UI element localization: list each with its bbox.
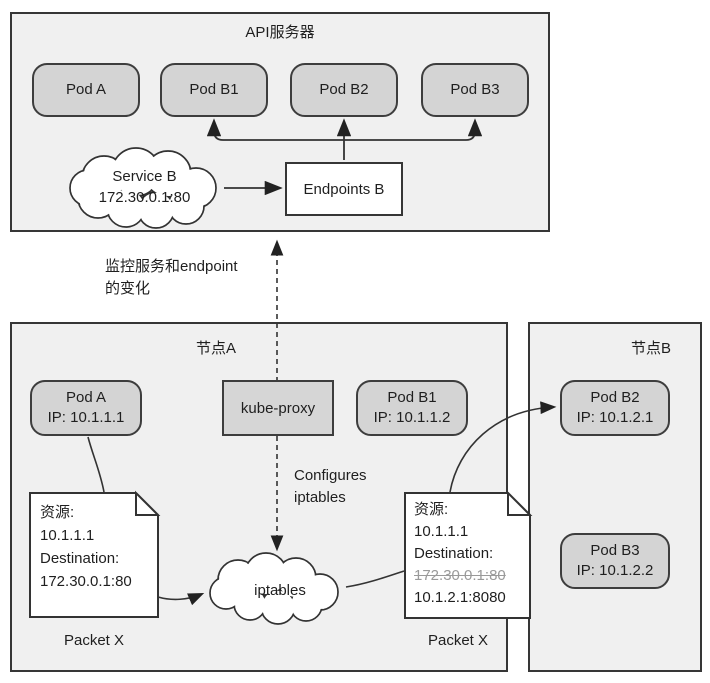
configures-iptables-label: Configures iptables [294,465,367,509]
packet-after-new-dest: 10.1.2.1:8080 [414,589,506,606]
packet-before-source-label: 资源: [40,504,75,521]
iptables-cloud-shape [209,552,339,625]
iptables-cloud-label: iptables [254,582,306,599]
configures-line1: Configures [294,467,367,484]
node-b-title: 节点B [631,340,672,357]
configures-line2: iptables [294,489,346,506]
arrow-packet-to-iptables [157,593,205,606]
packet-before-dest-label: Destination: [40,550,120,567]
packet-before-source-ip: 10.1.1.1 [40,527,95,544]
packet-before-dest-ip: 172.30.0.1:80 [40,573,132,590]
node-b-pod-b3-ip: IP: 10.1.2.2 [576,562,654,579]
api-pod-b1-label: Pod B1 [189,81,239,98]
kube-proxy-box: kube-proxy [222,380,334,436]
node-a-pod-b1: Pod B1 IP: 10.1.1.2 [356,380,468,436]
node-a-pod-b1-name: Pod B1 [387,389,437,406]
packet-after-old-dest: 172.30.0.1:80 [414,567,506,584]
kube-proxy-label: kube-proxy [240,399,316,417]
api-pod-a: Pod A [32,63,140,117]
node-b-pod-b3-name: Pod B3 [590,542,640,559]
node-b-pod-b2-ip: IP: 10.1.2.1 [576,409,654,426]
endpoints-b-label: Endpoints B [303,180,385,198]
packet-before-caption: Packet X [63,632,125,649]
api-pod-b1: Pod B1 [160,63,268,117]
service-b-cloud-shape [69,147,217,229]
watch-changes-label: 监控服务和endpoint 的变化 [105,256,238,300]
packet-before-text: 资源: 10.1.1.1 Destination: 172.30.0.1:80 [40,501,132,593]
packet-document-before-shape [29,490,161,618]
service-b-ip: 172.30.0.1:80 [98,189,191,206]
packet-after-caption: Packet X [427,632,489,649]
arrow-packet-to-podb2 [449,401,557,493]
endpoints-b-box: Endpoints B [285,162,403,216]
service-b-cloud-label: Service B 172.30.0.1:80 [82,166,207,208]
packet-after-source-ip: 10.1.1.1 [414,523,469,540]
packet-after-text: 资源: 10.1.1.1 Destination: 172.30.0.1:80 … [414,499,506,609]
node-a-pod-b1-ip: IP: 10.1.1.2 [373,409,451,426]
node-a-pod-a-name: Pod A [65,389,107,406]
service-b-name: Service B [112,168,177,185]
api-server-title: API服务器 [245,24,315,41]
node-a-pod-a: Pod A IP: 10.1.1.1 [30,380,142,436]
node-a-title: 节点A [196,340,237,357]
node-a-pod-a-ip: IP: 10.1.1.1 [47,409,125,426]
watch-changes-line2: 的变化 [105,280,151,297]
packet-after-dest-label: Destination: [414,545,494,562]
api-pod-b3: Pod B3 [421,63,529,117]
watch-changes-line1: 监控服务和endpoint [105,258,238,275]
packet-document-after-shape [404,490,533,619]
api-pod-b2-label: Pod B2 [319,81,369,98]
api-pod-a-label: Pod A [65,81,107,98]
line-poda-to-packet [87,436,105,493]
api-pod-b3-label: Pod B3 [450,81,500,98]
api-pod-b2: Pod B2 [290,63,398,117]
node-b-pod-b2-name: Pod B2 [590,389,640,406]
line-iptables-to-packet [345,570,405,588]
packet-after-source-label: 资源: [414,501,449,518]
node-b-pod-b2: Pod B2 IP: 10.1.2.1 [560,380,670,436]
node-b-pod-b3: Pod B3 IP: 10.1.2.2 [560,533,670,589]
